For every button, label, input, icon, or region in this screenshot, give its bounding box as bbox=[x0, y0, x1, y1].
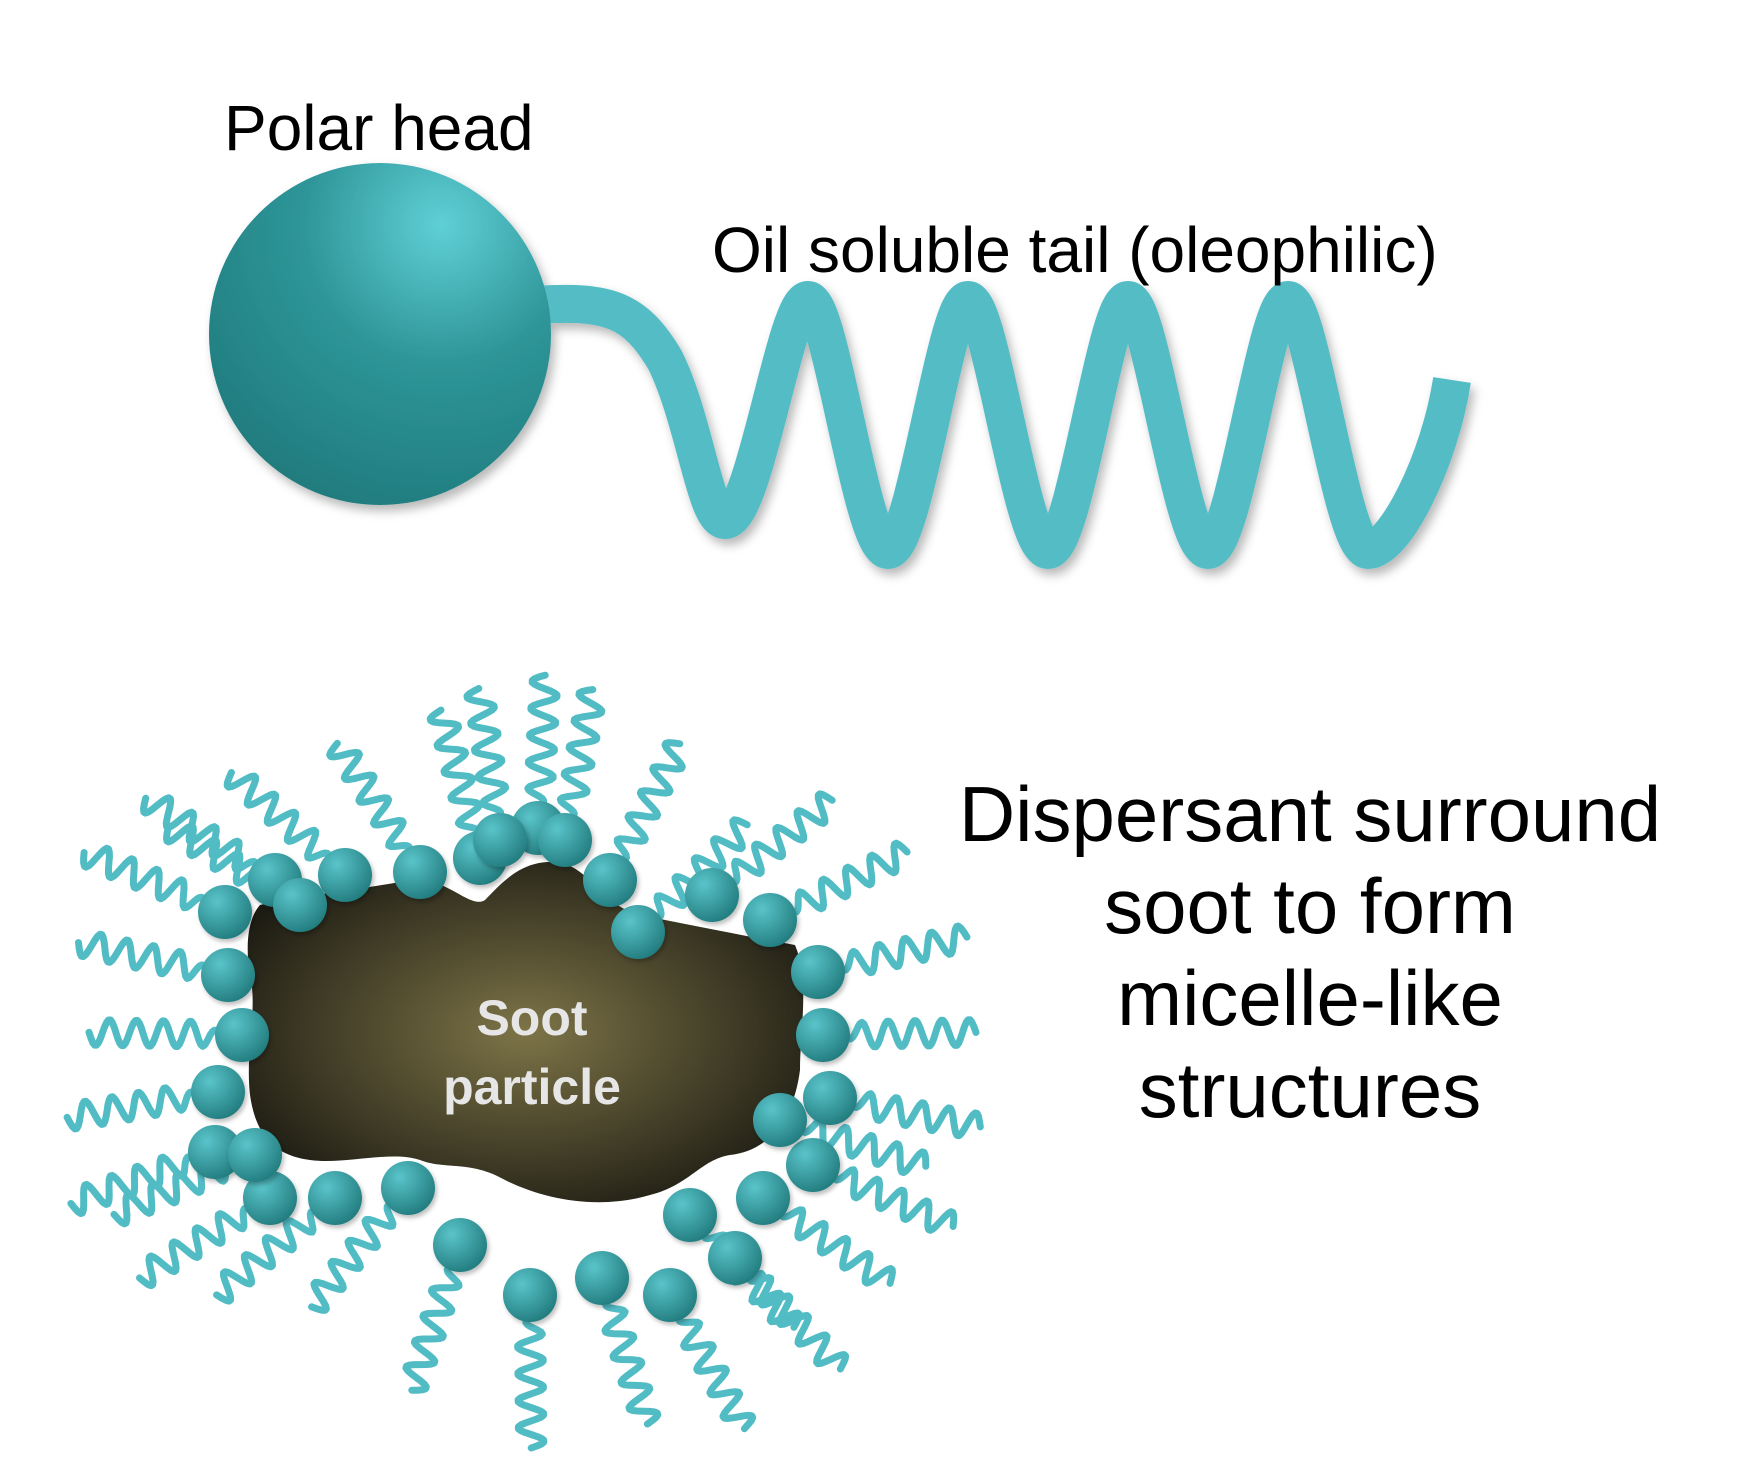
micelle-head bbox=[583, 853, 637, 907]
micelle-tail bbox=[774, 1204, 896, 1287]
micelle-tail bbox=[675, 1307, 757, 1433]
micelle-head bbox=[708, 1231, 762, 1285]
micelle-head bbox=[538, 813, 592, 867]
dispersant-molecule bbox=[209, 163, 1471, 569]
micelle-tail bbox=[75, 930, 214, 982]
micelle-head bbox=[685, 868, 739, 922]
dispersant-heads-group bbox=[188, 801, 857, 1322]
caption-line-2: soot to form bbox=[1104, 862, 1516, 950]
soot-label-line1: Soot bbox=[476, 990, 587, 1046]
micelle-tail bbox=[136, 1203, 259, 1290]
micelle-head bbox=[228, 1128, 282, 1182]
micelle-tail bbox=[832, 922, 971, 977]
soot-micelle: Soot particle bbox=[63, 671, 984, 1452]
micelle-head bbox=[201, 948, 255, 1002]
soot-particle-shape bbox=[247, 861, 804, 1203]
micelle-head bbox=[575, 1251, 629, 1305]
micelle-head bbox=[736, 1171, 790, 1225]
micelle-tail bbox=[463, 685, 509, 826]
micelle-tail bbox=[524, 671, 561, 814]
micelle-head bbox=[273, 878, 327, 932]
micelle-head bbox=[433, 1218, 487, 1272]
micelle-head bbox=[381, 1161, 435, 1215]
micelle-tail bbox=[326, 739, 414, 861]
micelle-head bbox=[393, 845, 447, 899]
micelle-head bbox=[215, 1008, 269, 1062]
micelle-head bbox=[803, 1071, 857, 1125]
micelle-tail bbox=[426, 706, 483, 845]
micelle-head bbox=[743, 893, 797, 947]
oil-soluble-tail bbox=[533, 281, 1471, 569]
dispersant-tails-group bbox=[63, 671, 984, 1452]
micelle-caption: Dispersant surround soot to form micelle… bbox=[900, 768, 1720, 1136]
micelle-tail bbox=[826, 1166, 958, 1234]
micelle-tail bbox=[110, 1157, 242, 1228]
micelle-head bbox=[643, 1268, 697, 1322]
caption-line-3: micelle-like bbox=[1117, 954, 1503, 1042]
micelle-tail bbox=[844, 1090, 984, 1140]
oil-soluble-tail-label: Oil soluble tail (oleophilic) bbox=[712, 214, 1438, 286]
micelle-tail bbox=[80, 844, 212, 912]
micelle-tail bbox=[213, 1205, 325, 1305]
micelle-head bbox=[188, 1125, 242, 1179]
micelle-head bbox=[243, 1171, 297, 1225]
caption-line-4: structures bbox=[1138, 1046, 1482, 1134]
polar-head-label: Polar head bbox=[224, 92, 534, 164]
caption-line-1: Dispersant surround bbox=[958, 770, 1662, 858]
micelle-tail bbox=[601, 1291, 662, 1428]
micelle-head bbox=[791, 945, 845, 999]
micelle-tail bbox=[613, 739, 686, 868]
micelle-tail bbox=[514, 1309, 548, 1452]
micelle-tail bbox=[85, 1016, 228, 1050]
micelle-tail bbox=[223, 769, 336, 867]
micelle-head bbox=[191, 1065, 245, 1119]
soot-label-line2: particle bbox=[443, 1059, 621, 1115]
micelle-head bbox=[318, 848, 372, 902]
micelle-tail bbox=[782, 839, 911, 916]
micelle-tail bbox=[402, 1258, 463, 1394]
micelle-tail bbox=[63, 1084, 204, 1133]
micelle-head bbox=[308, 1171, 362, 1225]
micelle-head bbox=[796, 1008, 850, 1062]
micelle-tail bbox=[308, 1198, 401, 1314]
micelle-tail bbox=[556, 686, 606, 826]
micelle-head bbox=[503, 1268, 557, 1322]
micelle-head bbox=[611, 905, 665, 959]
micelle-tail bbox=[837, 1016, 980, 1051]
micelle-head bbox=[753, 1093, 807, 1147]
micelle-head bbox=[473, 813, 527, 867]
micelle-head bbox=[198, 885, 252, 939]
micelle-tail bbox=[722, 790, 836, 888]
polar-head-circle bbox=[209, 163, 551, 505]
micelle-head bbox=[663, 1188, 717, 1242]
micelle-head bbox=[786, 1138, 840, 1192]
